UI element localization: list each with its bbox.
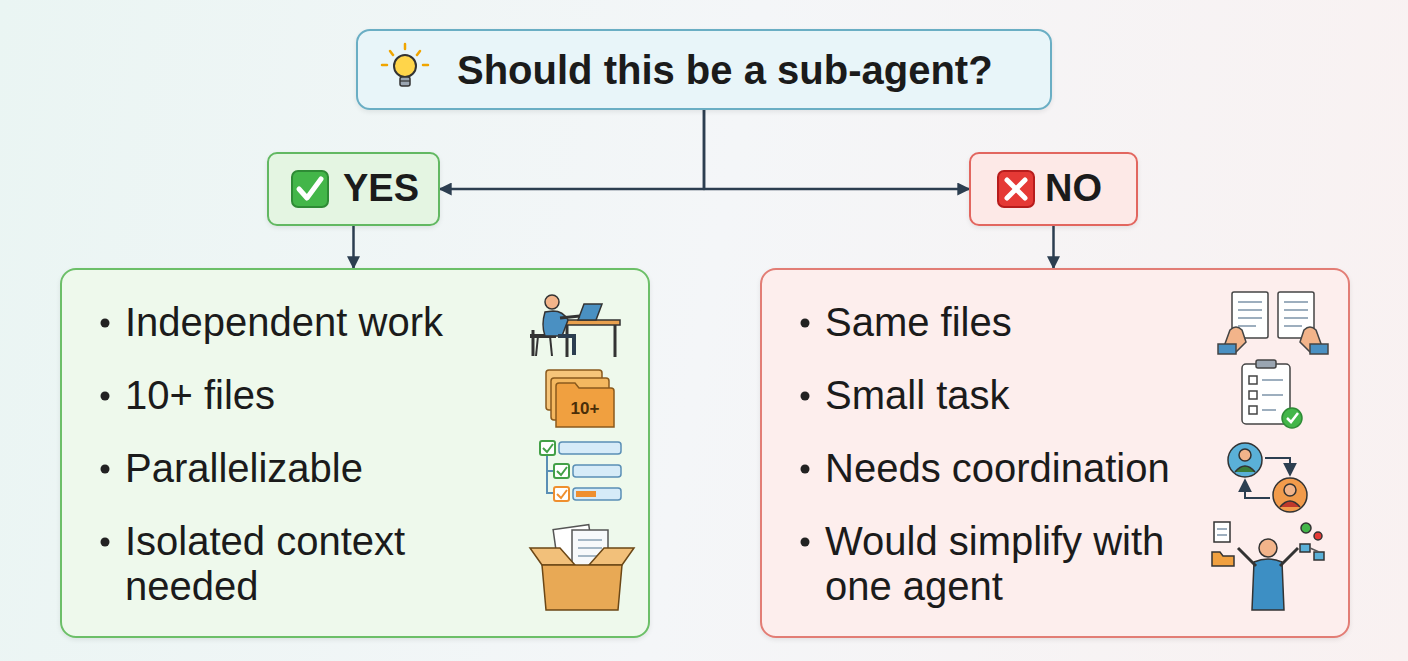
cross-icon: [998, 171, 1034, 207]
bullet-dot: [801, 319, 810, 328]
bulb-icon: [382, 44, 428, 86]
node-text: Should this be a sub-agent?: [457, 47, 993, 93]
flow-arrow: [440, 110, 704, 189]
folders-icon: [546, 370, 614, 427]
box-fill: [969, 152, 1138, 226]
box-fill: [760, 268, 1350, 638]
criterion-text: Small task: [825, 373, 1010, 418]
bullet-dot: [801, 465, 810, 474]
bullet-dot: [101, 465, 110, 474]
box-icon: [530, 525, 634, 610]
label-holder: 10+: [571, 399, 600, 419]
box-fill: [356, 29, 1052, 110]
icon-label: 10+: [571, 399, 600, 418]
fill-layer: [60, 29, 1350, 638]
bullet-dot: [801, 392, 810, 401]
edge-layer: [354, 110, 1054, 268]
criterion-text: Same files: [825, 300, 1012, 345]
criterion-text: Independent work: [125, 300, 443, 345]
question-box: Should this be a sub-agent?: [356, 29, 1052, 110]
criterion-text: Parallelizable: [125, 446, 363, 491]
flow-arrow: [352, 226, 355, 268]
task-list-icon: [540, 441, 621, 501]
bullet-dot: [101, 538, 110, 547]
answer-box: YES: [267, 152, 440, 226]
node-text: YES: [343, 167, 419, 211]
flow-arrow: [704, 110, 969, 189]
flow-arrow: [1052, 226, 1055, 268]
box-fill: [60, 268, 650, 638]
criterion-text: Needs coordination: [825, 446, 1170, 491]
criteria-panel: Independent work 10+ filesParallelizableI…: [60, 268, 650, 638]
criterion-text: Would simplify with one agent: [825, 519, 1185, 609]
check-icon: [292, 171, 328, 207]
small-task-icon: [1242, 360, 1302, 428]
person-desk-icon: [530, 295, 620, 357]
bullet-dot: [101, 392, 110, 401]
answer-box: NO: [969, 152, 1138, 226]
one-agent-icon: [1212, 522, 1324, 610]
criterion-text: Isolated context needed: [125, 519, 485, 609]
box-fill: [267, 152, 440, 226]
criterion-text: 10+ files: [125, 373, 275, 418]
criteria-panel: Same filesSmall taskNeeds coordinationWo…: [760, 268, 1350, 638]
node-text: NO: [1045, 167, 1102, 211]
bullet-dot: [101, 319, 110, 328]
coordination-icon: [1228, 443, 1307, 512]
bullet-layer: [101, 319, 810, 547]
same-files-icon: [1218, 292, 1328, 354]
bullet-dot: [801, 538, 810, 547]
